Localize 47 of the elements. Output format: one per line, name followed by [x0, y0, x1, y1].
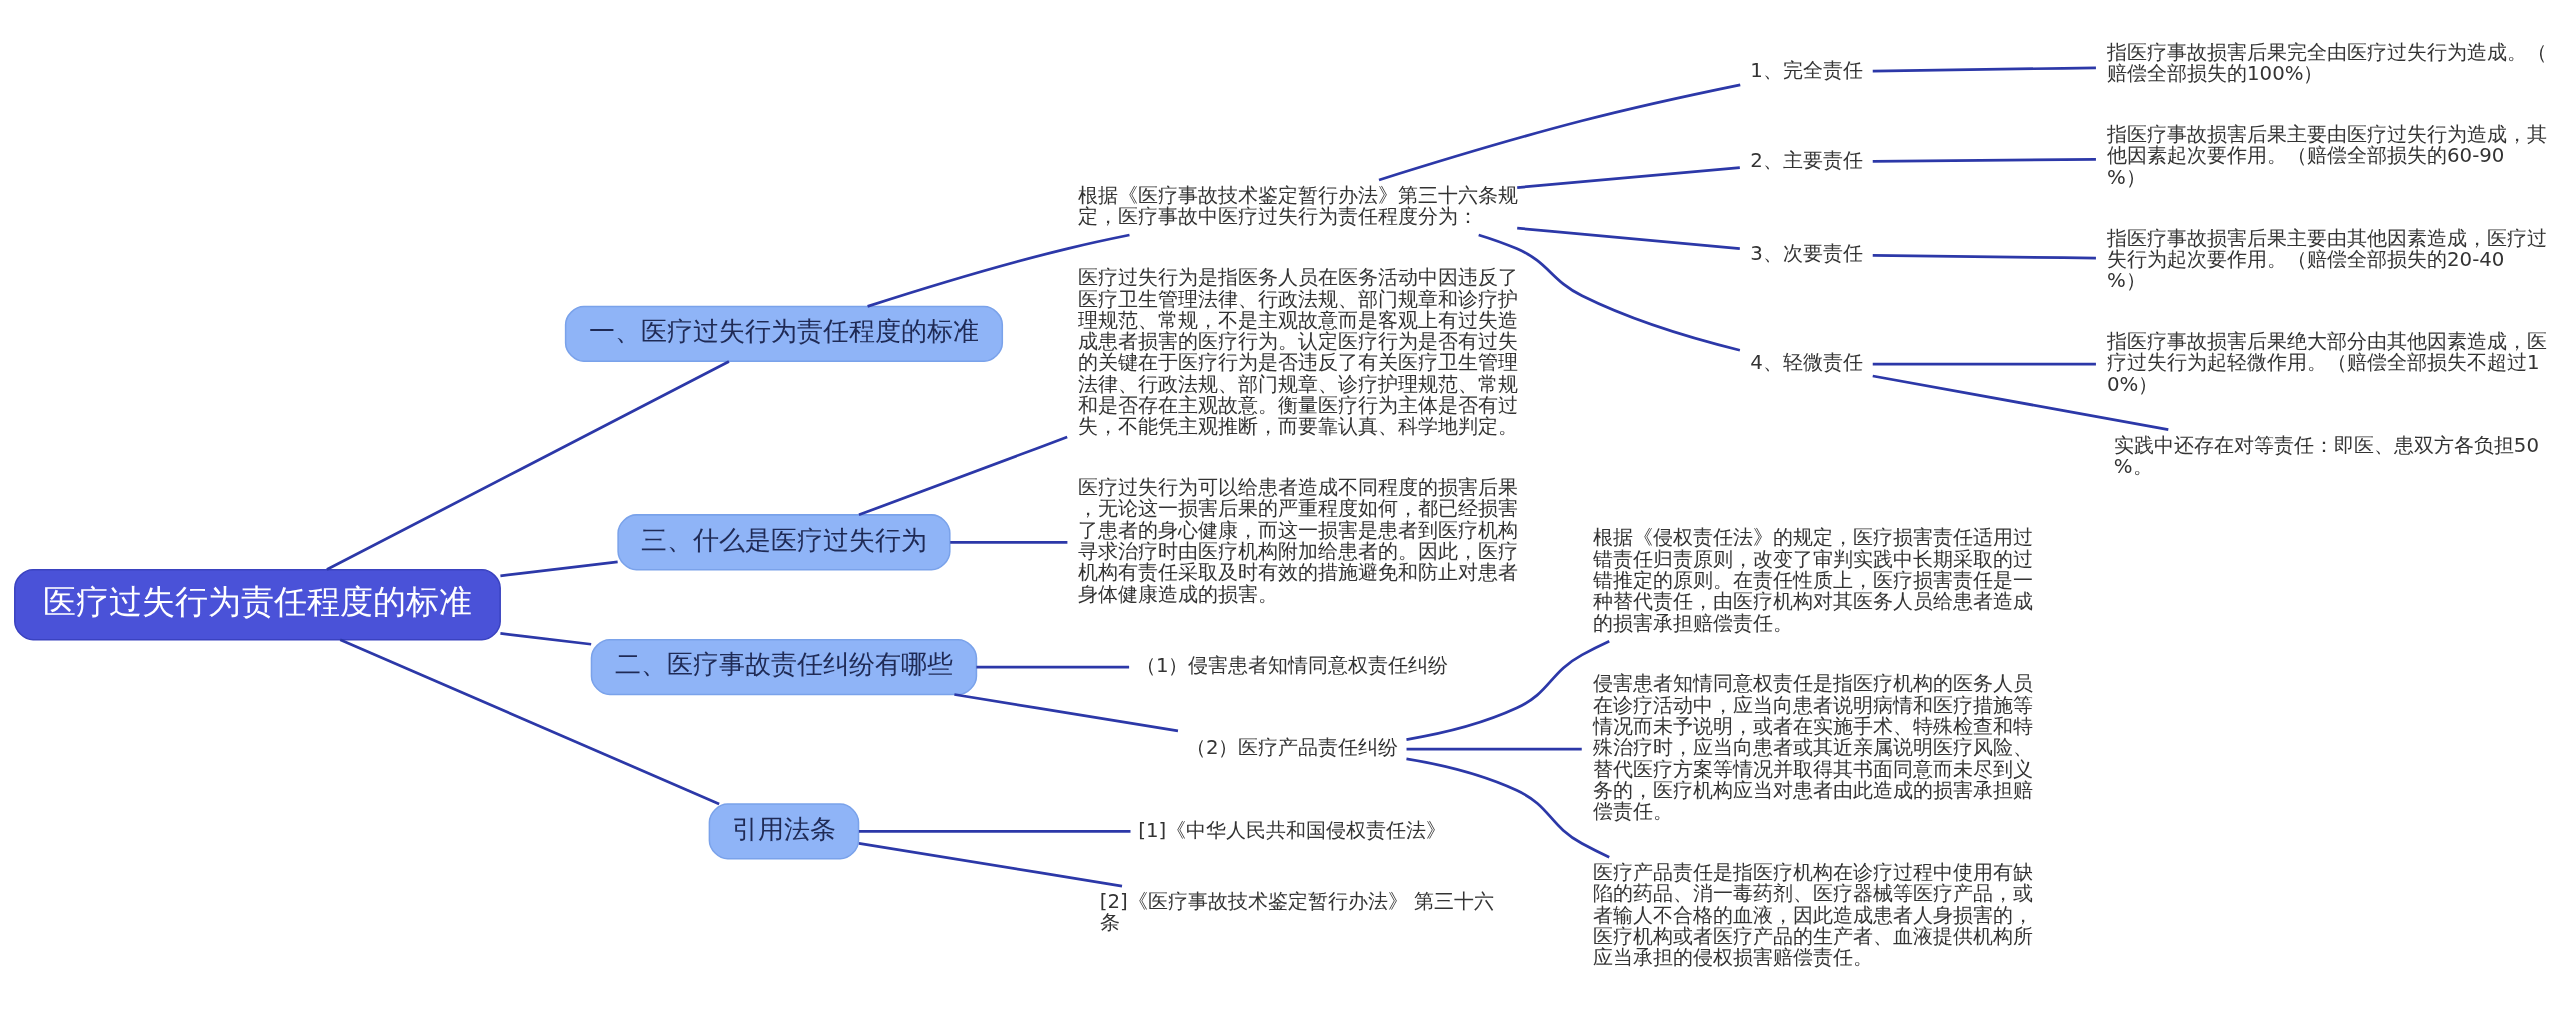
connector — [1517, 165, 1740, 189]
connector — [976, 665, 1130, 668]
node-text: 实践中还存在对等责任：即医、患双方各负担50%。 — [2113, 433, 2539, 478]
node-text: 4、轻微责任 — [1750, 350, 1863, 374]
connector — [500, 631, 592, 646]
connector — [1406, 639, 1610, 741]
node-text: 侵害患者知情同意权责任是指医疗机构的医务人员在诊疗活动中，应当向患者说明病情和医疗措施等情况而未予说明，或者在实施手术、特殊检查和特殊治疗时，应当向患者或其近亲属说明医疗风险、替代医疗方案等情况并取得其书面同意而未尽到义务的，医疗机构应当对患者由此造成的损害承担赔偿责任。 — [1592, 671, 2033, 823]
node-text: （2）医疗产品责任纠纷 — [1185, 735, 1399, 759]
node-box: 一、医疗过失行为责任程度的标准 — [564, 305, 1004, 362]
node-text: 3、次要责任 — [1750, 241, 1863, 265]
node-text: 2、主要责任 — [1750, 148, 1863, 172]
node-text: 医疗产品责任是指医疗机构在诊疗过程中使用有缺陷的药品、消一毒药剂、医疗器械等医疗产品，或者输人不合格的血液，因此造成患者人身损害的，医疗机构或者医疗产品的生产者、血液提供机构所应当承担的侵权损害赔偿责任。 — [1592, 860, 2033, 969]
connector — [326, 359, 730, 571]
connector — [1406, 747, 1582, 751]
node-text: 指医疗事故损害后果绝大部分由其他因素造成，医疗过失行为起轻微作用。（赔偿全部损失不超过10%） — [2106, 329, 2547, 396]
connector — [1872, 362, 2096, 366]
connector — [339, 638, 720, 805]
node-box: 引用法条 — [708, 802, 860, 859]
node-text: 医疗过失行为可以给患者造成不同程度的损害后果，无论这一损害后果的严重程度如何，都已经损害了患者的身心健康，而这一损害是患者到医疗机构寻求治疗时由医疗机构附加给患者的。因此，医疗机构有责任采取及时有效的措施避免和防止对患者身体健康造成的损害。 — [1078, 475, 1519, 606]
connector — [858, 841, 1123, 887]
node-text: 指医疗事故损害后果完全由医疗过失行为造成。（赔偿全部损失的100%） — [2106, 40, 2547, 85]
node-text: 根据《侵权责任法》的规定，医疗损害责任适用过错责任归责原则，改变了审判实践中长期采取的过错推定的原则。在责任性质上，医疗损害责任是一种替代责任，由医疗机构对其医务人员给患者造成的损害承担赔偿责任。 — [1592, 525, 2033, 635]
node-text: 指医疗事故损害后果主要由医疗过失行为造成，其他因素起次要作用。（赔偿全部损失的60-90%） — [2106, 122, 2547, 189]
node-text: [2]《医疗事故技术鉴定暂行办法》 第三十六条 — [1099, 889, 1494, 934]
connector — [858, 829, 1131, 833]
connector — [858, 435, 1068, 516]
node-box: 三、什么是医疗过失行为 — [617, 513, 951, 570]
node-text: [1]《中华人民共和国侵权责任法》 — [1138, 818, 1447, 842]
node-box: 二、医疗事故责任纠纷有哪些 — [590, 638, 978, 695]
node-text: 根据《医疗事故技术鉴定暂行办法》第三十六条规定，医疗事故中医疗过失行为责任程度分为： — [1078, 183, 1519, 228]
connector — [1517, 226, 1740, 250]
connector — [954, 692, 1179, 732]
connector — [1872, 157, 2096, 163]
node-box: 医疗过失行为责任程度的标准 — [14, 568, 501, 640]
connector — [500, 560, 618, 577]
connector — [1872, 374, 2169, 431]
node-text: 1、完全责任 — [1750, 58, 1863, 82]
node-text: 医疗过失行为是指医务人员在医务活动中因违反了医疗卫生管理法律、行政法规、部门规章和诊疗护理规范、常规，不是主观故意而是客观上有过失造成患者损害的医疗行为。认定医疗行为是否有过失的关键在于医疗行为是否违反了有关医疗卫生管理法律、行政法规、部门规章、诊疗护理规范、常规和是否存在主观故意。衡量医疗行为主体是否有过失，不能凭主观推断，而要靠认真、科学地判定。 — [1078, 265, 1519, 438]
node-text: 指医疗事故损害后果主要由其他因素造成，医疗过失行为起次要作用。（赔偿全部损失的20-40%） — [2106, 226, 2547, 292]
connector — [1478, 233, 1741, 352]
connector — [867, 233, 1130, 308]
connector — [950, 540, 1068, 544]
node-text: （1）侵害患者知情同意权责任纠纷 — [1135, 653, 1449, 677]
connector — [1872, 65, 2096, 72]
connector — [1872, 253, 2096, 259]
connector — [1406, 756, 1610, 858]
connector — [1378, 83, 1741, 181]
